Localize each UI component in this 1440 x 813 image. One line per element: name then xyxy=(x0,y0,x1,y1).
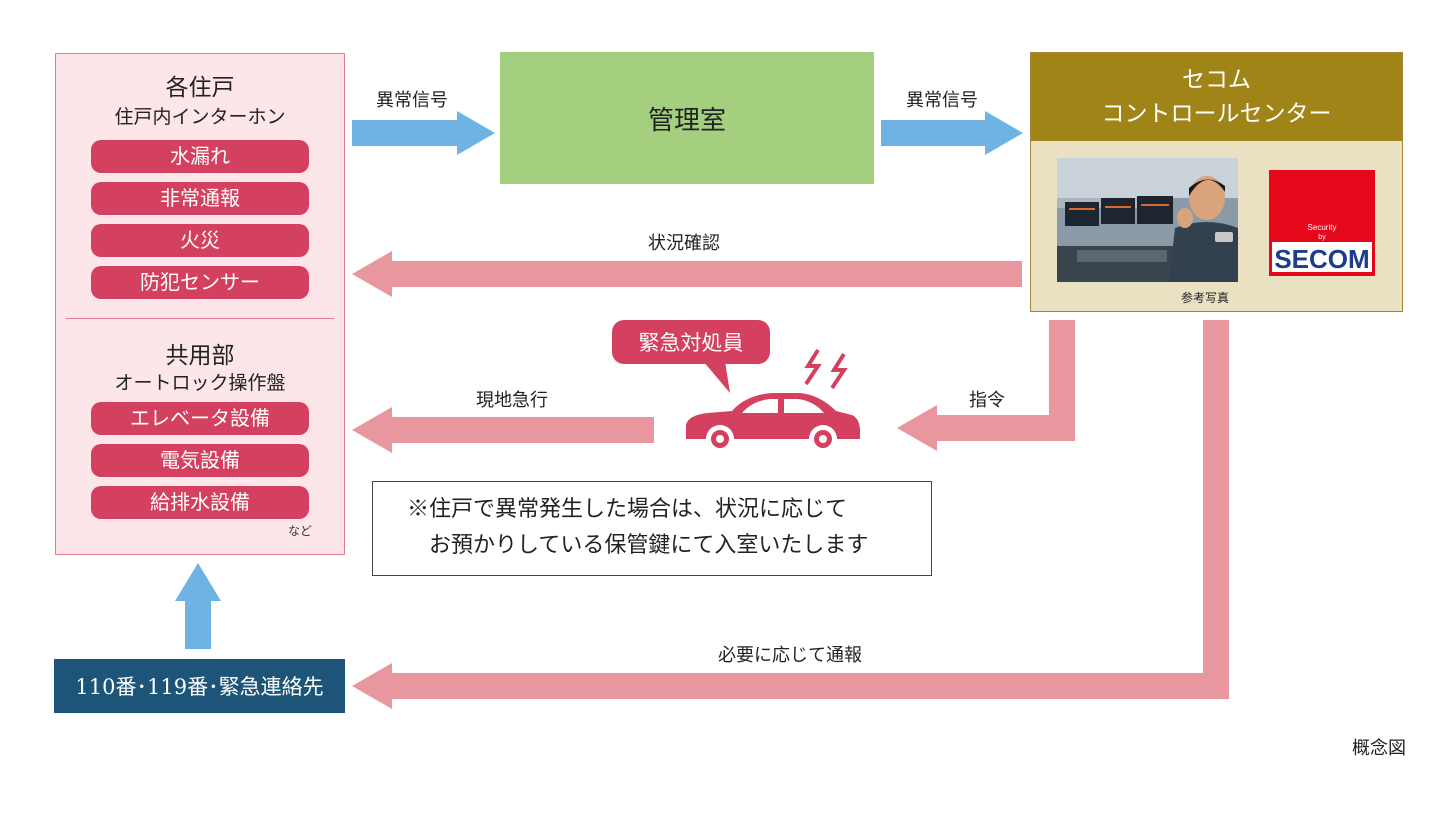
resident-item-emergency-call: 非常通報 xyxy=(91,182,309,215)
resident-title: 各住戸 xyxy=(165,75,235,101)
secom-title-line1: セコム xyxy=(1182,67,1251,93)
label-command: 指令 xyxy=(969,390,1005,411)
resident-subtitle: 住戸内インターホン xyxy=(114,106,286,128)
logo-by-text: by xyxy=(1318,234,1326,241)
resident-item-fire: 火災 xyxy=(91,224,309,257)
car-icon xyxy=(686,393,860,453)
common-item-elevator: エレベータ設備 xyxy=(91,402,309,435)
secom-logo: Security by SECOM xyxy=(1269,170,1375,276)
common-etc: など xyxy=(287,524,312,538)
panel-divider xyxy=(66,318,334,319)
secom-title-line2: コントロールセンター xyxy=(1101,101,1332,127)
common-item-plumbing: 給排水設備 xyxy=(91,486,309,519)
arrow-rush xyxy=(352,407,654,453)
arrow-status-check xyxy=(352,251,1022,297)
responder-bubble: 緊急対処員 xyxy=(612,320,770,364)
photo-caption: 参考写真 xyxy=(1181,291,1230,305)
logo-brand-text: SECOM xyxy=(1274,244,1369,274)
resident-panel: 各住戸 住戸内インターホン 水漏れ 非常通報 火災 防犯センサー 共用部 オート… xyxy=(55,53,345,555)
bubble-tail xyxy=(698,355,730,393)
label-signal-2: 異常信号 xyxy=(906,90,978,111)
emergency-label: 110番･119番･緊急連絡先 xyxy=(75,675,324,699)
emergency-contacts-box: 110番･119番･緊急連絡先 xyxy=(54,659,345,713)
arrow-signal-to-management xyxy=(352,111,495,155)
common-subtitle: オートロック操作盤 xyxy=(114,372,286,394)
resident-item-water-leak: 水漏れ xyxy=(91,140,309,173)
common-item-electric: 電気設備 xyxy=(91,444,309,477)
concept-diagram-label: 概念図 xyxy=(1352,738,1406,759)
common-title: 共用部 xyxy=(165,343,235,369)
note-box: ※住戸で異常発生した場合は、状況に応じて お預かりしている保管鍵にて入室いたしま… xyxy=(372,481,932,576)
label-status-check: 状況確認 xyxy=(648,233,720,254)
note-line2: お預かりしている保管鍵にて入室いたします xyxy=(429,533,869,558)
responder-label: 緊急対処員 xyxy=(638,331,744,355)
secom-header: セコム コントロールセンター xyxy=(1031,53,1402,141)
arrow-emergency-to-resident xyxy=(175,563,221,649)
arrow-command xyxy=(897,320,1075,451)
label-rush: 現地急行 xyxy=(476,390,548,411)
resident-item-security-sensor: 防犯センサー xyxy=(91,266,309,299)
operator-photo xyxy=(1057,158,1238,282)
label-signal-1: 異常信号 xyxy=(376,90,448,111)
management-label: 管理室 xyxy=(647,105,726,136)
arrow-signal-to-secom xyxy=(881,111,1023,155)
logo-security-text: Security xyxy=(1308,223,1337,232)
secom-control-center: セコム コントロールセンター 参考写真 Security by SECOM xyxy=(1030,52,1403,312)
note-line1: ※住戸で異常発生した場合は、状況に応じて xyxy=(407,497,848,522)
alert-icon xyxy=(804,348,848,390)
label-report: 必要に応じて通報 xyxy=(718,645,862,666)
management-office-box: 管理室 xyxy=(500,52,874,184)
